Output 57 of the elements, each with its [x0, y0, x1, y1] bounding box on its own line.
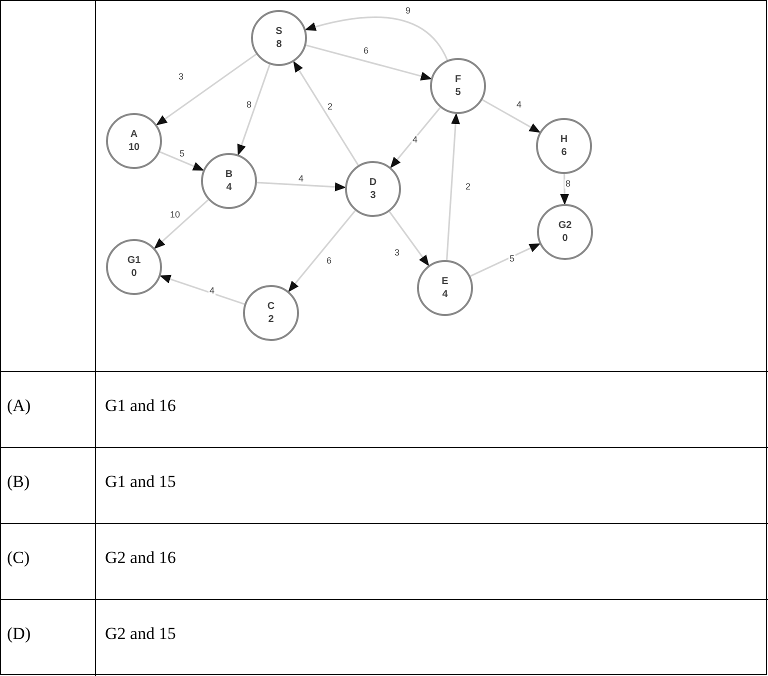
arrow: [256, 182, 346, 192]
edge-label: 8: [246, 100, 252, 110]
arrow: [154, 199, 209, 249]
arrow: [388, 211, 430, 266]
arrow: [156, 54, 257, 126]
arrow: [293, 60, 359, 166]
arrow: [446, 112, 460, 260]
arrow: [237, 64, 271, 156]
edge-label: 10: [169, 210, 181, 220]
node-value: 4: [442, 288, 448, 301]
node-name: D: [369, 176, 377, 189]
node-value: 5: [455, 86, 461, 99]
edge-label: 6: [326, 256, 332, 266]
node-name: A: [130, 128, 138, 141]
arrow: [482, 99, 541, 133]
edge-label: 2: [464, 182, 472, 192]
node-value: 10: [128, 141, 140, 154]
node-value: 8: [276, 38, 282, 51]
node-name: B: [225, 168, 233, 181]
node-name: C: [267, 300, 275, 313]
option-text: G2 and 16: [105, 549, 176, 566]
node-name: S: [276, 25, 282, 38]
option-letter: (A): [7, 397, 31, 414]
edge-label: 3: [178, 72, 184, 82]
arrow: [306, 44, 432, 80]
edge-label: 9: [404, 6, 412, 16]
edge-label: 5: [178, 150, 186, 158]
node-value: 2: [268, 313, 274, 326]
edge-label: 5: [508, 254, 516, 264]
option-letter: (D): [7, 625, 31, 642]
node-name: H: [560, 133, 568, 146]
node-name: G1: [127, 254, 141, 267]
node-value: 3: [370, 189, 376, 202]
option-text: G1 and 15: [105, 473, 176, 490]
node-name: F: [454, 73, 462, 86]
node-value: 0: [131, 267, 137, 280]
edge-label: 4: [412, 136, 418, 144]
option-text: G1 and 16: [105, 397, 176, 414]
node-name: E: [442, 275, 448, 288]
option-text: G2 and 15: [105, 625, 176, 642]
edge-label: 4: [516, 100, 522, 110]
edge-label: 2: [326, 102, 334, 112]
edge-label: 6: [362, 46, 370, 56]
node-name: G2: [558, 219, 572, 232]
edge-label: 3: [394, 248, 400, 258]
node-value: 6: [561, 146, 567, 159]
node-value: 0: [562, 232, 568, 245]
edge-label: 8: [564, 180, 572, 188]
arrow: [560, 174, 570, 206]
arrow: [390, 107, 441, 168]
edge-label: 4: [208, 286, 216, 296]
edge-label: 4: [298, 174, 304, 184]
node-value: 4: [226, 181, 232, 194]
arrow: [470, 243, 541, 277]
option-letter: (B): [7, 473, 30, 490]
arrow: [288, 210, 356, 292]
option-letter: (C): [7, 549, 30, 566]
